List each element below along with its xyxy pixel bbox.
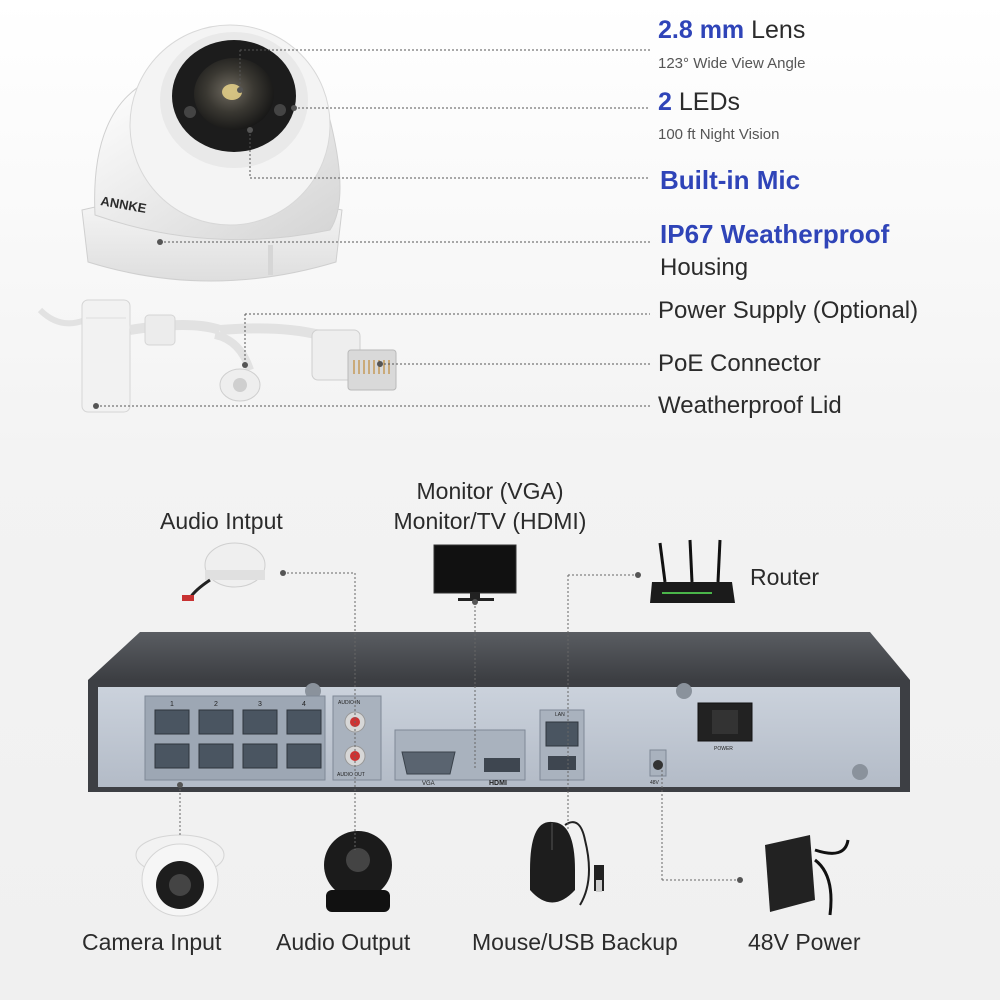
dc-label: 48V	[650, 780, 660, 786]
audio-input-mic-icon	[182, 542, 266, 601]
audio-input-label: Audio Intput	[160, 508, 283, 534]
mic-feature: Built-in Mic	[660, 165, 801, 195]
leds-label: LEDs	[678, 88, 740, 116]
vga-label: VGA	[422, 781, 435, 787]
audio-output-label: Audio Output	[276, 929, 411, 955]
power-supply-label: Power Supply (Optional)	[658, 297, 919, 324]
lan-label: LAN	[555, 712, 565, 718]
camera-input-label: Camera Input	[82, 929, 222, 955]
lens-feature: 2.8 mm Lens	[658, 16, 805, 45]
audio-in-label: AUDIO IN	[338, 700, 361, 706]
leds-feature: 2 LEDs	[658, 88, 740, 117]
lens-value: 2.8 mm	[658, 16, 745, 44]
mouse-usb-icon	[530, 821, 604, 906]
port-number-4: 4	[302, 701, 306, 708]
poe-connector-label: PoE Connector	[658, 350, 821, 377]
hdmi-label: HDMI	[489, 780, 507, 787]
lens-subtitle: 123° Wide View Angle	[658, 55, 806, 72]
mouse-usb-label: Mouse/USB Backup	[472, 929, 678, 955]
weatherproof-feature: IP67 Weatherproof	[660, 219, 890, 249]
router-icon	[650, 539, 735, 603]
leds-subtitle: 100 ft Night Vision	[658, 126, 780, 143]
weatherproof-subtitle: Housing	[660, 254, 749, 281]
monitor-icon	[433, 544, 517, 601]
power-adapter-icon	[765, 835, 850, 916]
camera-input-icon	[135, 834, 225, 917]
nvr-illustration: 1 2 3 4 AUDIO IN AUDIO OUT VGA HDMI LAN …	[88, 539, 910, 917]
leds-value: 2	[658, 88, 672, 116]
router-label: Router	[750, 564, 820, 590]
monitor-vga-label: Monitor (VGA)	[416, 478, 564, 504]
power-switch-label: POWER	[714, 746, 733, 752]
audio-output-speaker-icon	[324, 831, 392, 912]
port-number-2: 2	[214, 701, 218, 708]
monitor-hdmi-label: Monitor/TV (HDMI)	[393, 508, 587, 534]
audio-out-label: AUDIO OUT	[337, 772, 365, 778]
port-number-3: 3	[258, 701, 262, 708]
weatherproof-lid-label: Weatherproof Lid	[658, 392, 842, 419]
camera-illustration: ANNKE	[37, 24, 650, 413]
port-number-1: 1	[170, 701, 174, 708]
power-48v-label: 48V Power	[748, 929, 861, 955]
lens-label: Lens	[751, 16, 806, 44]
